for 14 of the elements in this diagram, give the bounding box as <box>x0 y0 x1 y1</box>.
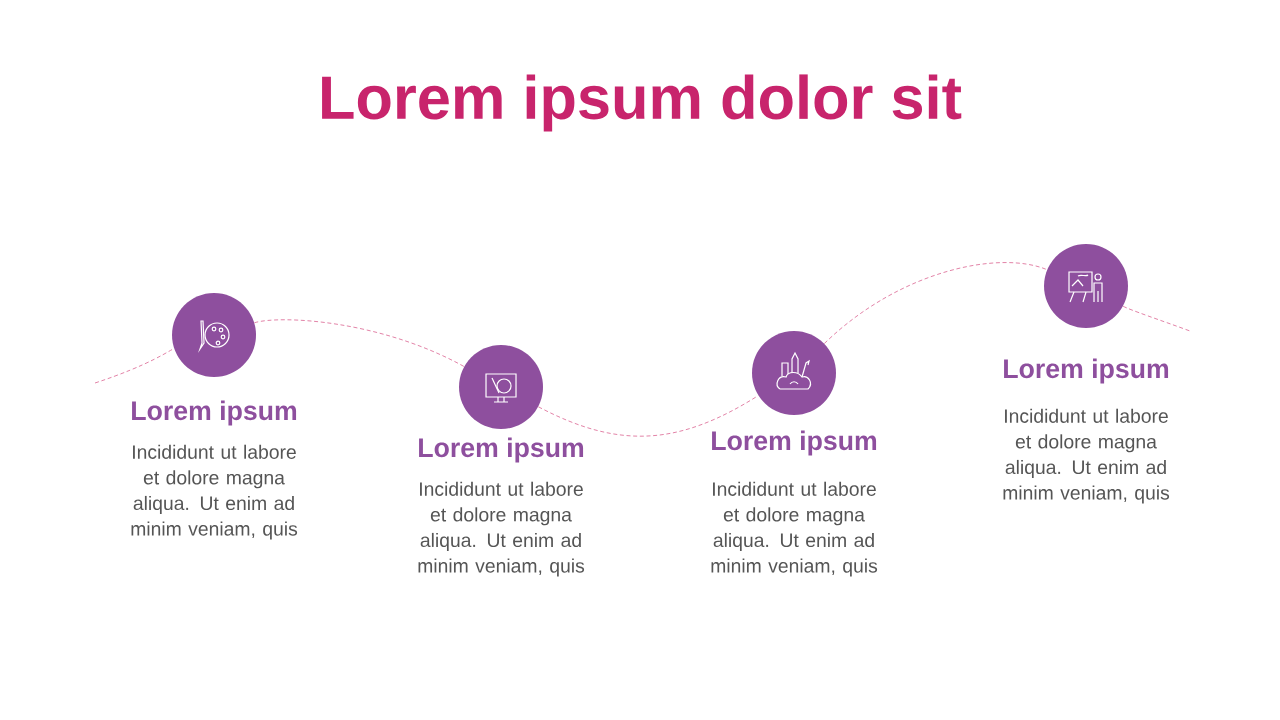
dashed-line <box>94 348 175 384</box>
heading: Lorem ipsum <box>712 430 877 456</box>
dashed-line <box>823 262 1048 344</box>
heading: Lorem ipsum <box>132 400 297 426</box>
title: Lorem ipsum dolor sit <box>322 74 962 132</box>
heading: Lorem ipsum <box>1004 358 1169 384</box>
body-text: Incididunt ut labore et dolore magna aliqua. Ut enim ad minim veniam, quis <box>131 444 298 540</box>
body-text: Incididunt ut labore et dolore magna aliqua. Ut enim ad minim veniam, quis <box>418 481 585 577</box>
dashed-line <box>254 319 465 367</box>
body-text: Incididunt ut labore et dolore magna aliqua. Ut enim ad minim veniam, quis <box>711 481 878 577</box>
dashed-line <box>1122 305 1191 332</box>
heading: Lorem ipsum <box>419 437 584 463</box>
body-text: Incididunt ut labore et dolore magna aliqua. Ut enim ad minim veniam, quis <box>1003 408 1170 504</box>
dashed-line <box>537 395 759 437</box>
